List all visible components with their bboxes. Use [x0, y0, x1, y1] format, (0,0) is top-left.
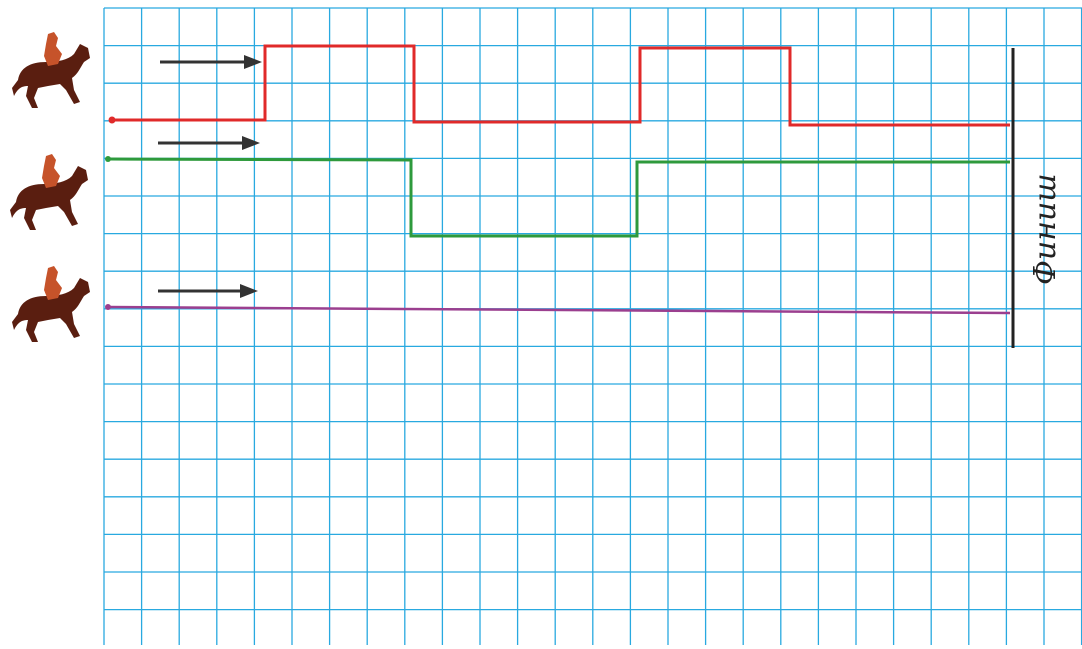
route-purple-start-dot — [105, 304, 111, 310]
route-red-start-dot — [109, 117, 116, 124]
finish-label: Финиш — [1028, 173, 1063, 285]
route-green-start-dot — [105, 156, 111, 162]
